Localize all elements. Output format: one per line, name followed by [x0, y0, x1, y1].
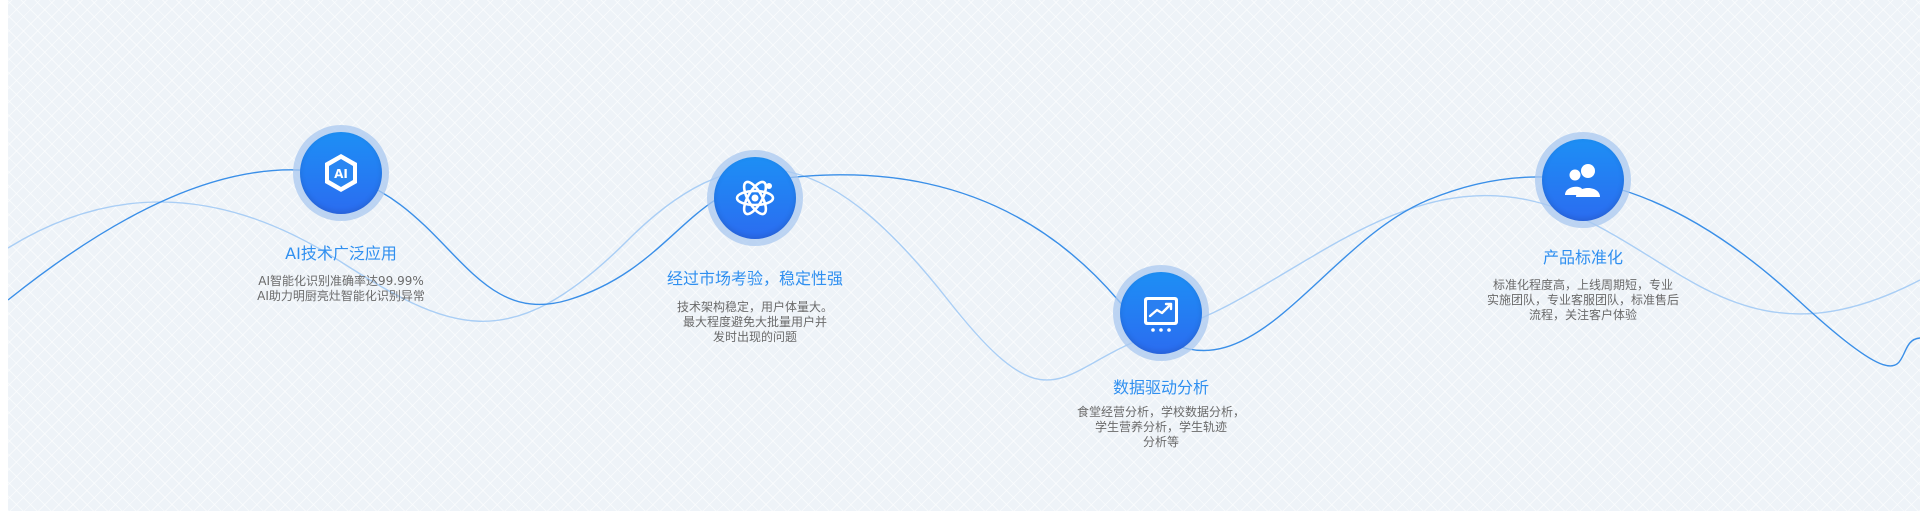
feature-1-description: AI智能化识别准确率达99.99% AI助力明厨亮灶智能化识别异常	[221, 274, 461, 304]
feature-4-icon-circle	[1535, 132, 1631, 228]
users-icon	[1565, 164, 1600, 197]
feature-4-desc-line: 标准化程度高，上线周期短，专业	[1492, 278, 1673, 292]
feature-3-description: 食堂经营分析，学校数据分析， 学生营养分析，学生轨迹 分析等	[1041, 405, 1281, 450]
features-section: AI AI技术广泛应用 AI智能化识别准确率达99.99% AI助力明厨亮灶智能…	[8, 0, 1920, 511]
feature-4-description: 标准化程度高，上线周期短，专业 实施团队，专业客服团队，标准售后 流程，关注客户…	[1463, 278, 1703, 323]
feature-2-icon-circle	[707, 150, 803, 246]
feature-3-title: 数据驱动分析	[1112, 378, 1209, 397]
feature-2-desc-line: 最大程度避免大批量用户并	[682, 315, 827, 329]
feature-2-desc-line: 发时出现的问题	[712, 330, 797, 344]
feature-3-desc-line: 学生营养分析，学生轨迹	[1094, 420, 1227, 434]
feature-2-desc-line: 技术架构稳定，用户体量大。	[676, 300, 833, 314]
feature-1-title: AI技术广泛应用	[285, 244, 397, 263]
feature-3-icon-circle	[1113, 265, 1209, 361]
feature-2-title: 经过市场考验，稳定性强	[666, 269, 843, 288]
feature-1-desc-line: AI智能化识别准确率达99.99%	[258, 274, 424, 288]
ai-chip-icon: AI	[325, 154, 357, 192]
feature-4-desc-line: 实施团队，专业客服团队，标准售后	[1486, 293, 1679, 307]
feature-4-desc-line: 流程，关注客户体验	[1528, 308, 1637, 322]
feature-2-description: 技术架构稳定，用户体量大。 最大程度避免大批量用户并 发时出现的问题	[635, 300, 875, 345]
feature-1-icon-circle: AI	[293, 125, 389, 221]
feature-3-desc-line: 食堂经营分析，学校数据分析，	[1076, 405, 1245, 419]
feature-3-desc-line: 分析等	[1142, 435, 1179, 449]
data-chart-icon	[1144, 297, 1178, 332]
svg-text:AI: AI	[334, 167, 348, 181]
feature-4-title: 产品标准化	[1542, 248, 1623, 267]
feature-1-desc-line: AI助力明厨亮灶智能化识别异常	[257, 289, 425, 303]
atom-icon	[735, 180, 775, 216]
